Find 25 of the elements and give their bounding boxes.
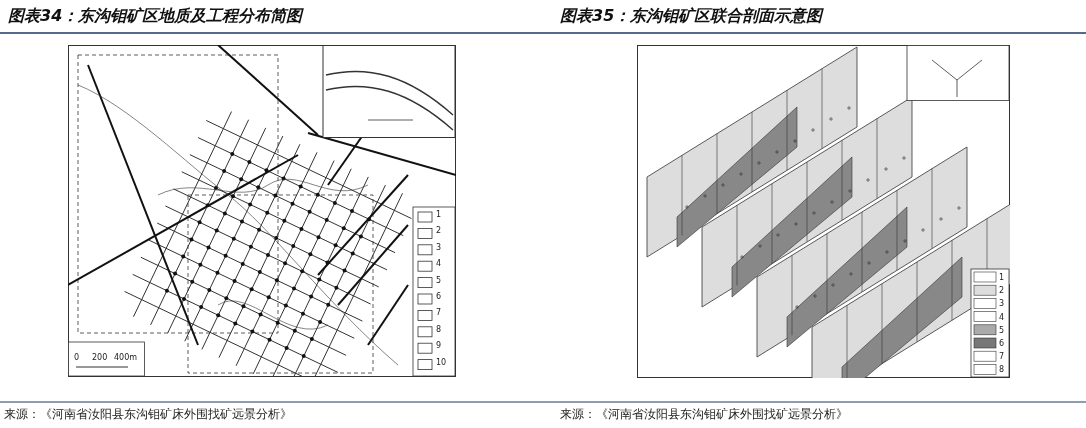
legend-number: 7: [999, 352, 1005, 362]
figure-title: 图表34：东沟钼矿区地质及工程分布简图: [8, 6, 303, 27]
scale-label: 0: [74, 353, 80, 362]
legend-number: 1: [999, 273, 1005, 282]
legend-number: 5: [999, 325, 1005, 335]
legend-number: 2: [999, 286, 1005, 296]
legend-number: 3: [999, 299, 1005, 309]
scale-label: 400m: [114, 353, 138, 362]
legend-number: 2: [436, 226, 442, 236]
scale-label: 200: [92, 353, 108, 362]
legend-number: 6: [436, 292, 442, 301]
legend-number: 5: [436, 275, 442, 285]
legend-number: 9: [436, 341, 442, 351]
legend-number: 4: [999, 312, 1005, 322]
legend-number: 6: [999, 339, 1005, 348]
legend-number: 3: [436, 242, 442, 252]
source-note: 来源：《河南省汝阳县东沟钼矿床外围找矿远景分析》: [4, 406, 292, 423]
source-note: 来源：《河南省汝阳县东沟钼矿床外围找矿远景分析》: [560, 406, 848, 423]
figure-title: 图表35：东沟钼矿区联合剖面示意图: [560, 6, 823, 27]
legend-number: 4: [436, 259, 442, 269]
legend-number: 10: [436, 357, 447, 367]
legend-number: 7: [436, 308, 442, 318]
legend-number: 8: [436, 324, 442, 334]
legend-number: 8: [999, 365, 1005, 375]
legend-number: 1: [436, 210, 442, 219]
